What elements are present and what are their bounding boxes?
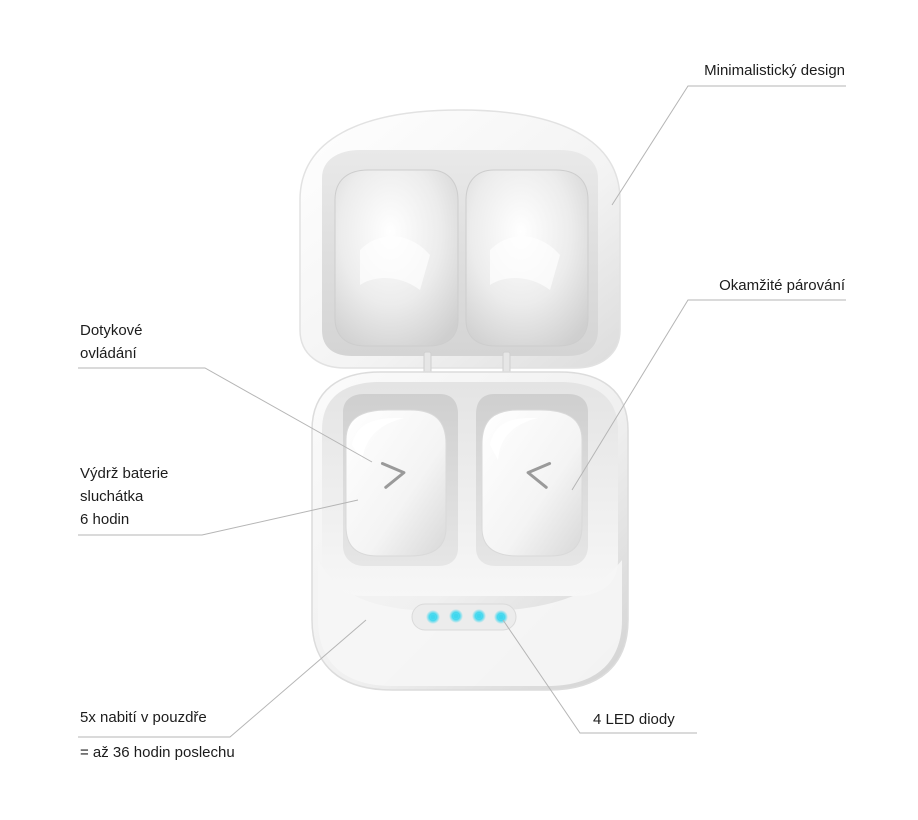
callout-touch-control: Dotykové ovládání xyxy=(80,322,143,362)
right-earbud xyxy=(481,409,583,557)
case-lid xyxy=(299,109,621,375)
callout-instant-pairing: Okamžité párování xyxy=(719,277,845,294)
leader-led xyxy=(502,619,697,734)
led-indicators xyxy=(426,609,508,624)
callout-led-diodes: 4 LED diody xyxy=(593,711,675,728)
callout-total-playtime: = až 36 hodin poslechu xyxy=(80,744,235,761)
leader-pairing xyxy=(571,299,846,491)
leader-design xyxy=(611,85,846,206)
callout-case-charges: 5x nabití v pouzdře xyxy=(80,709,207,726)
lamax-chevron-logo xyxy=(380,462,406,489)
leader-charges xyxy=(78,619,367,738)
leader-battery xyxy=(78,499,359,536)
leader-touch xyxy=(78,367,373,463)
leader-lines xyxy=(78,85,846,738)
left-earbud xyxy=(345,409,447,557)
callout-battery-life: Výdrž baterie sluchátka 6 hodin xyxy=(80,465,169,528)
lamax-chevron-logo-right xyxy=(526,462,552,489)
callout-minimalist-design: Minimalistický design xyxy=(704,62,845,79)
